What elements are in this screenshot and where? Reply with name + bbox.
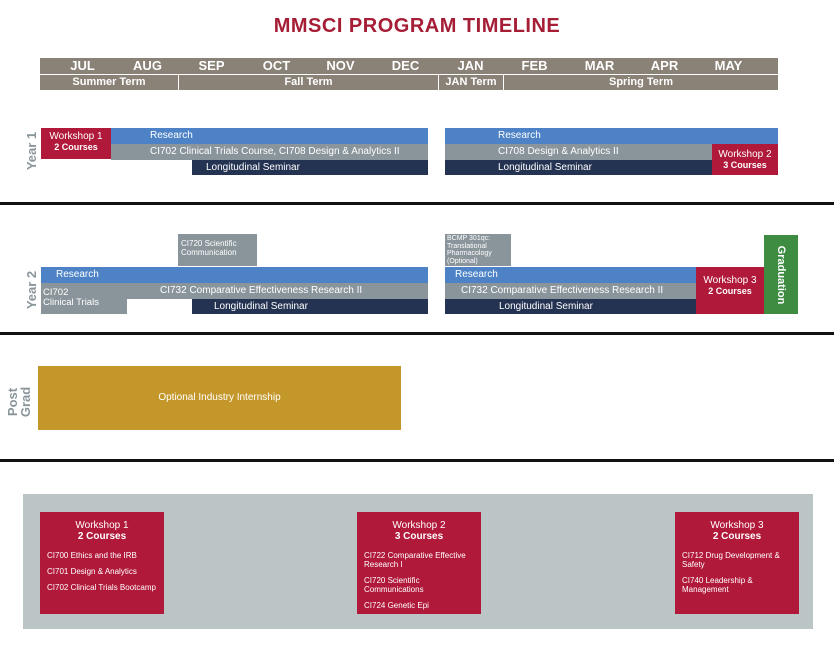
year2-seminar-bar-b: Longitudinal Seminar: [445, 299, 696, 314]
year2-research-bar-a: Research: [41, 267, 428, 283]
workshop1-item: CI700 Ethics and the IRB: [47, 551, 137, 560]
graduation-label: Graduation: [775, 245, 787, 305]
month-mar: MAR: [584, 58, 615, 73]
month-nov: NOV: [326, 58, 355, 73]
term-fall: Fall Term: [284, 76, 333, 88]
year2-research-bar-b: Research: [445, 267, 696, 283]
workshop2-card: Workshop 2 3 Courses CI722 Comparative E…: [357, 512, 481, 614]
workshop3-item: CI712 Drug Development & Safety: [682, 551, 780, 569]
year2-courses-bar-a: CI732 Comparative Effectiveness Research…: [127, 283, 428, 299]
internship-bar: Optional Industry Internship: [38, 366, 401, 430]
month-header: JUL AUG SEP OCT NOV DEC JAN FEB MAR APR …: [40, 58, 778, 74]
year1-workshop1-block: Workshop 1 2 Courses: [41, 128, 111, 159]
postgrad-label-line2: Grad: [18, 386, 33, 418]
year2-bcmp-line3: Pharmacology: [447, 250, 492, 257]
workshop3-card-title: Workshop 3: [710, 520, 764, 531]
workshop3-card-courses: 2 Courses: [712, 531, 762, 542]
workshop2-card-courses: 3 Courses: [394, 531, 444, 542]
workshop1-item: CI701 Design & Analytics: [47, 567, 137, 576]
year1-workshop1-title: Workshop 1: [49, 131, 103, 142]
term-spring: Spring Term: [609, 76, 673, 88]
month-may: MAY: [714, 58, 743, 73]
year2-workshop3-title: Workshop 3: [703, 275, 757, 286]
term-jan: JAN Term: [445, 76, 497, 88]
month-jan: JAN: [457, 58, 484, 73]
year2-courses-bar-b: CI732 Comparative Effectiveness Research…: [445, 283, 696, 299]
postgrad-label: Post Grad: [5, 380, 33, 424]
term-divider: [178, 75, 179, 90]
year2-bcmp-block: BCMP 301qc: Translational Pharmacology (…: [445, 234, 511, 266]
year2-ci702-block: CI702 Clinical Trials: [41, 283, 127, 314]
month-oct: OCT: [262, 58, 291, 73]
workshop2-item: CI720 Scientific Communications: [364, 576, 424, 594]
month-sep: SEP: [198, 58, 225, 73]
workshop2-item: CI722 Comparative Effective Research I: [364, 551, 466, 569]
workshop2-card-title: Workshop 2: [392, 520, 446, 531]
year1-seminar-bar-a: Longitudinal Seminar: [192, 160, 428, 175]
year2-comm-line2: Communication: [181, 248, 237, 257]
year1-workshop2-title: Workshop 2: [718, 149, 772, 160]
year1-seminar-bar-b: Longitudinal Seminar: [445, 160, 712, 175]
graduation-block: Graduation: [764, 235, 798, 314]
month-feb: FEB: [521, 58, 548, 73]
section-divider: [0, 332, 834, 335]
year2-comm-block: CI720 Scientific Communication: [178, 234, 257, 266]
workshop2-item: CI724 Genetic Epi: [364, 601, 429, 610]
month-dec: DEC: [391, 58, 420, 73]
year2-ci702-line2: Clinical Trials: [43, 297, 99, 308]
year1-label: Year 1: [24, 131, 39, 171]
year1-research-bar-a: Research: [111, 128, 428, 144]
workshop3-item: CI740 Leadership & Management: [682, 576, 753, 594]
year1-workshop2-courses: 3 Courses: [723, 160, 767, 170]
year2-workshop3-courses: 2 Courses: [708, 286, 752, 296]
year2-label: Year 2: [24, 270, 39, 310]
section-divider: [0, 459, 834, 462]
year1-workshop1-courses: 2 Courses: [54, 142, 98, 152]
year2-bcmp-line2: Translational: [447, 242, 487, 250]
year1-research-bar-b: Research: [445, 128, 778, 144]
year2-seminar-bar-a: Longitudinal Seminar: [192, 299, 428, 314]
year2-ci702-line1: CI702: [43, 287, 69, 298]
term-summer: Summer Term: [72, 76, 146, 88]
year1-workshop2-block: Workshop 2 3 Courses: [712, 144, 778, 175]
section-divider: [0, 202, 834, 205]
workshop1-card: Workshop 1 2 Courses CI700 Ethics and th…: [40, 512, 164, 614]
term-divider: [503, 75, 504, 90]
month-jul: JUL: [70, 58, 95, 73]
term-divider: [438, 75, 439, 90]
month-aug: AUG: [133, 58, 162, 73]
year2-bcmp-line4: (Optional): [447, 257, 478, 265]
workshop1-card-courses: 2 Courses: [77, 531, 127, 542]
year1-courses-bar-a: CI702 Clinical Trials Course, CI708 Desi…: [111, 144, 428, 160]
workshop1-item: CI702 Clinical Trials Bootcamp: [47, 583, 156, 592]
year1-courses-bar-b: CI708 Design & Analytics II: [445, 144, 712, 160]
workshop1-card-title: Workshop 1: [75, 520, 129, 531]
term-header: Summer Term Fall Term JAN Term Spring Te…: [40, 75, 778, 90]
year2-comm-line1: CI720 Scientific: [181, 239, 237, 248]
year2-workshop3-block: Workshop 3 2 Courses: [696, 267, 764, 314]
workshop3-card: Workshop 3 2 Courses CI712 Drug Developm…: [675, 512, 799, 614]
month-apr: APR: [650, 58, 679, 73]
year2-bcmp-line1: BCMP 301qc:: [447, 235, 491, 242]
page-title: MMSCI PROGRAM TIMELINE: [273, 15, 561, 37]
